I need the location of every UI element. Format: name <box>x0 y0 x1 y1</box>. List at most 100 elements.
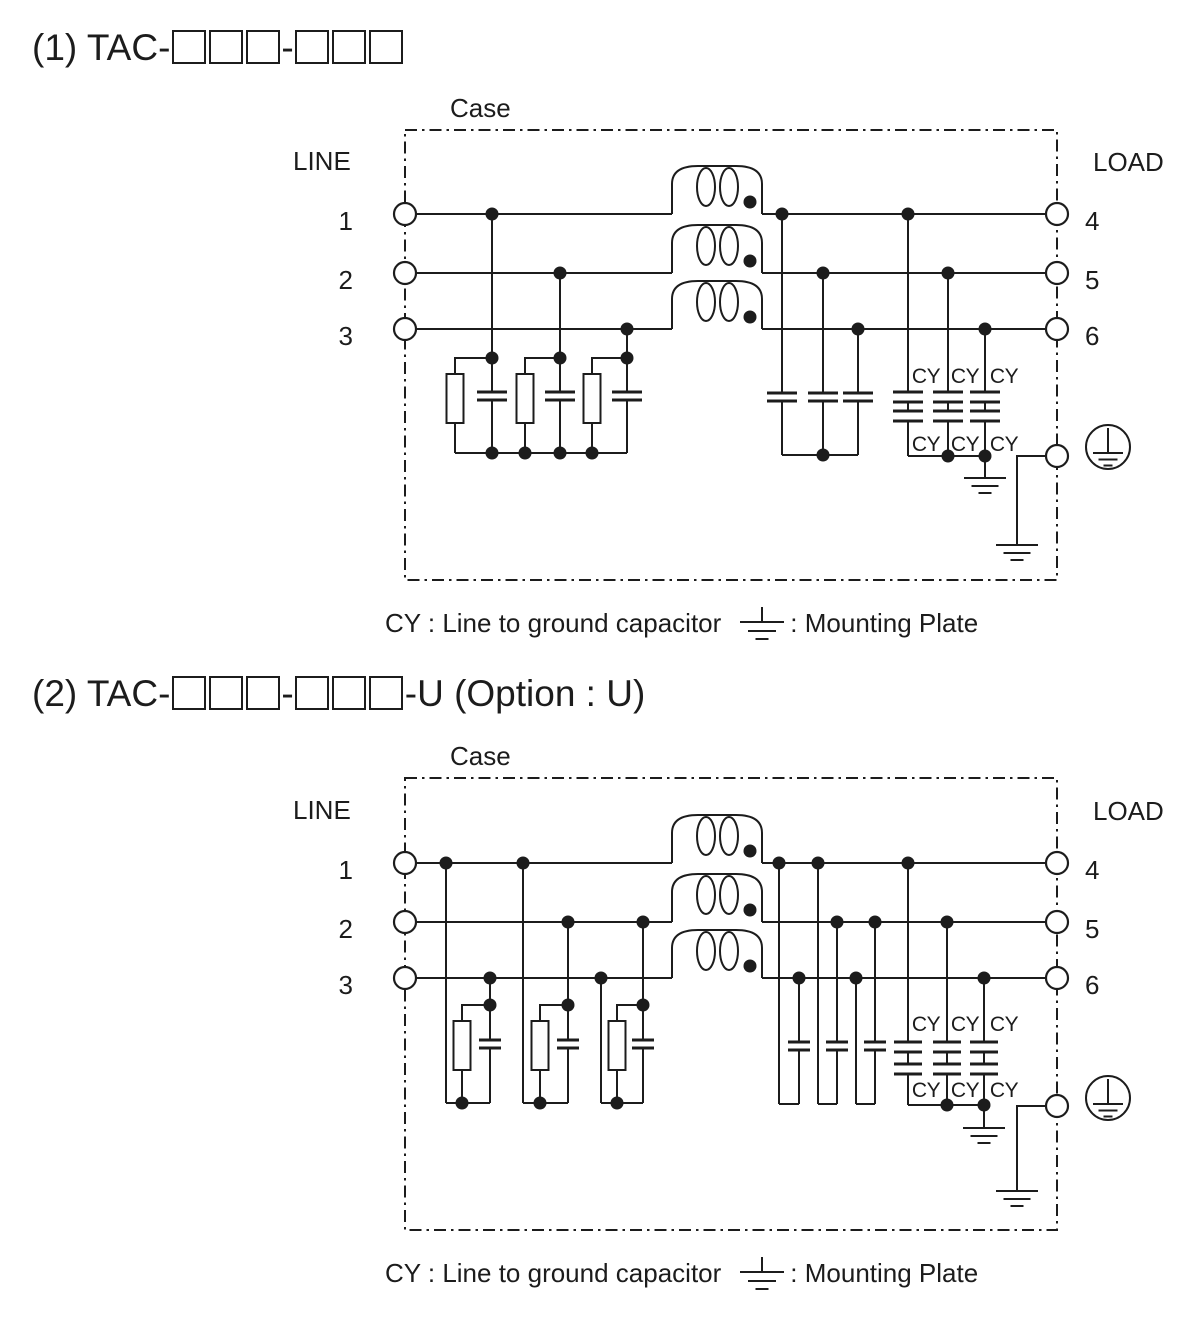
terminal-line-3 <box>392 965 418 991</box>
cy-capacitor-label: CY <box>951 1079 980 1102</box>
diagram-2: Case LINE LOAD 1 2 3 4 5 6 CY CY CY CY C… <box>293 741 1164 1231</box>
discharge-resistors <box>452 1020 627 1071</box>
terminal-number-3: 3 <box>339 970 353 1000</box>
choke-coil-phase-3 <box>671 280 763 330</box>
chassis-ground-icon <box>995 1190 1039 1207</box>
terminal-load-5 <box>1044 909 1070 935</box>
terminal-number-6: 6 <box>1085 321 1099 351</box>
wires <box>416 862 1046 1191</box>
protective-earth-icon <box>1085 424 1131 470</box>
cy-capacitor-label: CY <box>951 365 980 388</box>
cy-capacitor-label: CY <box>912 1013 941 1036</box>
terminal-line-2 <box>392 909 418 935</box>
model-code-box <box>295 676 330 710</box>
cy-capacitor-label: CY <box>912 433 941 456</box>
case-boundary <box>404 129 1058 581</box>
junction-dots <box>439 856 991 1112</box>
resistor <box>445 373 465 424</box>
cy-capacitor-label: CY <box>990 365 1019 388</box>
terminal-number-4: 4 <box>1085 855 1099 885</box>
choke-coil-phase-3 <box>671 929 763 979</box>
cy-capacitor-label: CY <box>990 1079 1019 1102</box>
resistor <box>607 1020 627 1071</box>
chassis-ground-icon <box>962 1127 1006 1144</box>
terminal-number-5: 5 <box>1085 914 1099 944</box>
terminal-number-1: 1 <box>339 206 353 236</box>
model-code-box <box>295 30 330 64</box>
cy-legend-text: CY : Line to ground capacitor <box>385 608 722 638</box>
terminal-load-6 <box>1044 316 1070 342</box>
choke-coil-phase-2 <box>671 873 763 923</box>
cy-legend-text: CY : Line to ground capacitor <box>385 1258 722 1288</box>
terminal-number-3: 3 <box>339 321 353 351</box>
common-mode-choke <box>671 814 763 979</box>
resistor <box>452 1020 472 1071</box>
circuit-wiring <box>416 213 1046 545</box>
legend-diagram-2: CY : Line to ground capacitor : Mounting… <box>385 1253 978 1294</box>
choke-coil-phase-1 <box>671 814 763 864</box>
ground-symbols <box>963 477 1039 561</box>
x-and-y-capacitors <box>479 1038 998 1076</box>
common-mode-choke <box>671 165 763 330</box>
ground-symbols <box>962 1127 1039 1207</box>
terminal-number-1: 1 <box>339 855 353 885</box>
terminals <box>392 850 1070 1119</box>
capacitor-plates <box>477 390 1000 423</box>
terminal-line-1 <box>392 850 418 876</box>
x-and-y-capacitors <box>477 390 1000 423</box>
model-code-box <box>245 30 280 64</box>
legend-diagram-1: CY : Line to ground capacitor : Mounting… <box>385 603 978 644</box>
cy-capacitor-label: CY <box>951 1013 980 1036</box>
case-label: Case <box>450 93 511 123</box>
diagram-1: Case LINE LOAD 1 2 3 4 5 6 CY CY CY CY C… <box>293 93 1164 581</box>
chassis-ground-icon <box>963 477 1007 494</box>
terminals <box>392 201 1070 469</box>
mounting-plate-icon <box>740 607 785 640</box>
load-label: LOAD <box>1093 796 1164 826</box>
terminal-number-4: 4 <box>1085 206 1099 236</box>
load-label: LOAD <box>1093 147 1164 177</box>
model-code-box <box>245 676 280 710</box>
model-title-2: (2) TAC---U (Option : U) <box>32 673 646 714</box>
cy-capacitor-label: CY <box>912 365 941 388</box>
mounting-plate-icon <box>740 1257 785 1290</box>
mounting-plate-legend-text: : Mounting Plate <box>790 1258 979 1288</box>
mounting-plate-legend-text: : Mounting Plate <box>790 608 979 638</box>
cy-capacitor-label: CY <box>990 1013 1019 1036</box>
labels: Case LINE LOAD 1 2 3 4 5 6 CY CY CY CY C… <box>293 741 1164 1102</box>
model-code-box <box>369 676 404 710</box>
choke-coil-phase-1 <box>671 165 763 215</box>
model-code-box <box>171 30 206 64</box>
cy-capacitor-label: CY <box>912 1079 941 1102</box>
model-code-box <box>208 30 243 64</box>
terminal-earth <box>1044 443 1070 469</box>
choke-coil-phase-2 <box>671 224 763 274</box>
line-label: LINE <box>293 795 351 825</box>
wires <box>416 213 1046 545</box>
cy-capacitor-label: CY <box>951 433 980 456</box>
terminal-number-5: 5 <box>1085 265 1099 295</box>
model-title-1: (1) TAC-- <box>32 26 405 70</box>
terminal-earth <box>1044 1093 1070 1119</box>
terminal-load-5 <box>1044 260 1070 286</box>
chassis-ground-icon <box>995 544 1039 561</box>
terminal-number-2: 2 <box>339 265 353 295</box>
line-label: LINE <box>293 146 351 176</box>
terminal-number-6: 6 <box>1085 970 1099 1000</box>
labels: Case LINE LOAD 1 2 3 4 5 6 CY CY CY CY C… <box>293 93 1164 456</box>
cy-capacitor-label: CY <box>990 433 1019 456</box>
terminal-load-4 <box>1044 201 1070 227</box>
resistor <box>582 373 602 424</box>
terminal-load-6 <box>1044 965 1070 991</box>
model-code-box <box>332 30 367 64</box>
circuit-wiring <box>416 862 1046 1191</box>
junction-dots <box>485 207 992 463</box>
discharge-resistors <box>445 373 602 424</box>
terminal-load-4 <box>1044 850 1070 876</box>
capacitor-plates <box>479 1038 998 1076</box>
terminal-line-2 <box>392 260 418 286</box>
terminal-number-2: 2 <box>339 914 353 944</box>
terminal-line-1 <box>392 201 418 227</box>
